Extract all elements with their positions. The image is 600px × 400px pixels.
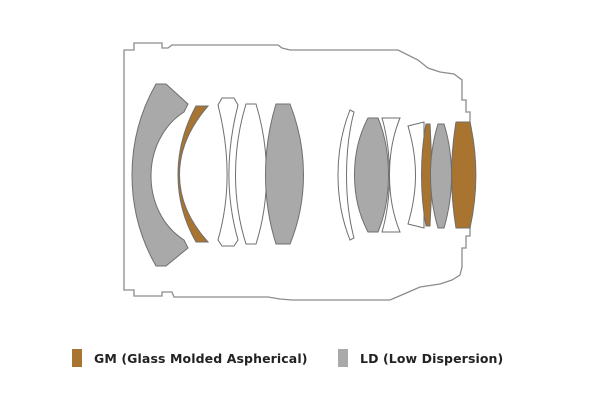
legend-swatch-ld [338,349,348,367]
lens-element-3 [217,97,239,247]
lens-element-7-ld [354,117,389,233]
lens-element-9 [407,121,425,229]
lens-element-2-gm [177,105,210,243]
legend: GM (Glass Molded Aspherical) LD (Low Dis… [0,348,600,372]
lens-element-11-ld [430,123,452,229]
legend-swatch-gm [72,349,82,367]
lens-construction-diagram [123,42,477,301]
lens-element-4 [235,103,267,245]
legend-label-ld: LD (Low Dispersion) [360,350,504,366]
lens-barrel-outline [123,42,471,301]
lens-element-10-gm [421,123,432,227]
legend-item-ld: LD (Low Dispersion) [338,348,503,368]
legend-item-gm: GM (Glass Molded Aspherical) [72,348,308,368]
lens-element-12-gm [451,121,477,229]
lens-element-5-ld [265,103,304,245]
legend-label-gm: GM (Glass Molded Aspherical) [94,350,308,366]
lens-element-6 [337,109,355,241]
lens-element-8 [381,117,401,233]
lens-element-1-ld [131,83,189,267]
